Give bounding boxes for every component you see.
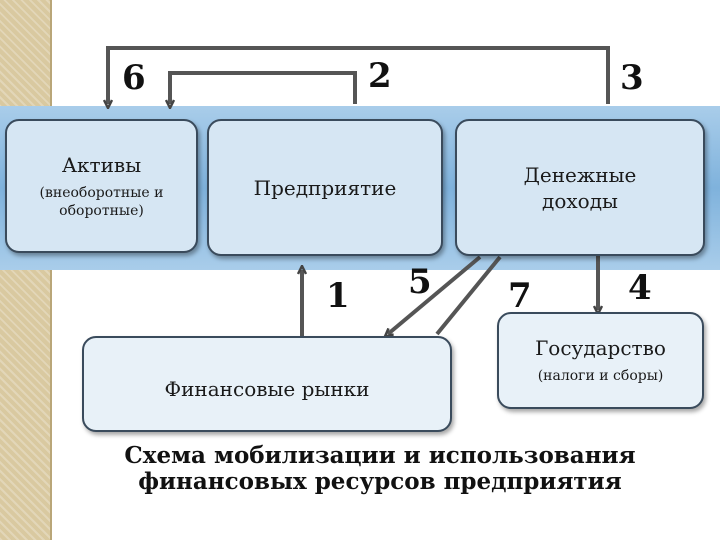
- node-assets-subtitle-2: оборотные): [59, 203, 144, 219]
- node-enterprise: Предприятие: [207, 119, 443, 256]
- label-3: 3: [620, 58, 644, 98]
- label-4: 4: [628, 268, 652, 308]
- label-1: 1: [326, 276, 350, 316]
- label-2: 2: [368, 56, 392, 96]
- decorative-stripe: [0, 0, 50, 540]
- label-6: 6: [122, 58, 146, 98]
- node-assets: Активы (внеоборотные и оборотные): [5, 119, 198, 253]
- stripe-divider: [50, 0, 52, 540]
- node-income-title-2: доходы: [542, 188, 618, 213]
- node-assets-subtitle-1: (внеоборотные и: [39, 184, 164, 201]
- node-assets-title: Активы: [61, 152, 142, 177]
- node-markets-title: Финансовые рынки: [164, 377, 370, 401]
- arrow-3-6: [108, 46, 610, 104]
- node-state-title: Государство: [535, 336, 666, 361]
- node-enterprise-title: Предприятие: [253, 175, 397, 200]
- node-income-title-1: Денежные: [523, 162, 637, 187]
- label-5: 5: [408, 262, 432, 302]
- caption-line-2: финансовых ресурсов предприятия: [138, 468, 622, 496]
- arrow-2: [170, 71, 357, 104]
- diagram-caption: Схема мобилизации и использования финанс…: [100, 442, 660, 496]
- node-state-subtitle: (налоги и сборы): [537, 368, 664, 385]
- node-markets: Финансовые рынки: [82, 336, 452, 432]
- label-7: 7: [508, 276, 532, 316]
- caption-line-1: Схема мобилизации и использования: [124, 442, 636, 469]
- node-income: Денежные доходы: [455, 119, 705, 256]
- node-state: Государство (налоги и сборы): [497, 312, 704, 409]
